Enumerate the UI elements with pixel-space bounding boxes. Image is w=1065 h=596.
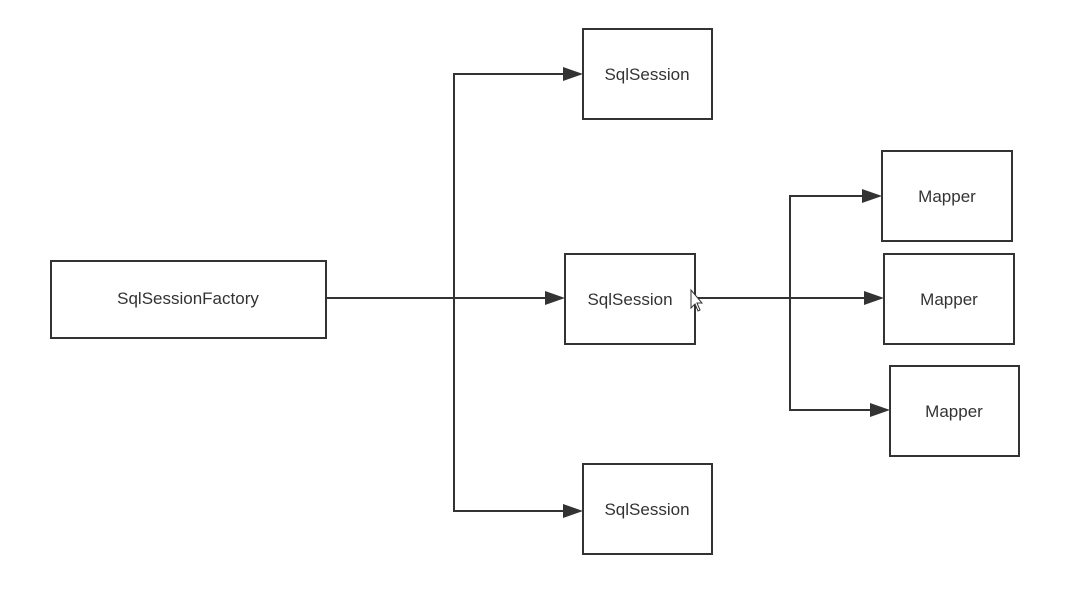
node-box — [564, 253, 696, 345]
node-label: SqlSession — [587, 290, 672, 309]
node-box — [582, 28, 713, 120]
edge-factory-to-sessions — [326, 67, 583, 518]
node-label: SqlSession — [604, 500, 689, 519]
arrowhead-session-middle — [545, 291, 565, 305]
arrowhead-mapper-top — [862, 189, 882, 203]
arrowhead-session-bottom — [563, 504, 583, 518]
edge-session-to-mapper-top — [789, 195, 865, 298]
node-sqlsessionfactory[interactable]: SqlSessionFactory — [50, 260, 327, 339]
node-sqlsession-bottom[interactable]: SqlSession — [582, 463, 713, 555]
node-sqlsession-middle[interactable]: SqlSession — [564, 253, 696, 345]
node-mapper-top[interactable]: Mapper — [881, 150, 1013, 242]
node-label: SqlSession — [604, 65, 689, 84]
edge-factory-to-session-top — [453, 73, 566, 298]
arrowhead-mapper-middle — [864, 291, 884, 305]
node-mapper-middle[interactable]: Mapper — [883, 253, 1015, 345]
node-box — [883, 253, 1015, 345]
node-box — [582, 463, 713, 555]
node-box — [881, 150, 1013, 242]
edge-session-to-mappers — [695, 189, 890, 417]
mouse-cursor-icon — [690, 288, 704, 312]
node-sqlsession-top[interactable]: SqlSession — [582, 28, 713, 120]
node-label: SqlSessionFactory — [117, 289, 259, 308]
arrowhead-mapper-bottom — [870, 403, 890, 417]
node-mapper-bottom[interactable]: Mapper — [889, 365, 1020, 457]
node-label: Mapper — [920, 290, 978, 309]
node-label: Mapper — [925, 402, 983, 421]
node-box — [889, 365, 1020, 457]
edge-factory-to-session-bottom — [453, 298, 566, 512]
node-box — [50, 260, 327, 339]
edge-session-to-mapper-bottom — [789, 298, 873, 411]
node-label: Mapper — [918, 187, 976, 206]
arrowhead-session-top — [563, 67, 583, 81]
